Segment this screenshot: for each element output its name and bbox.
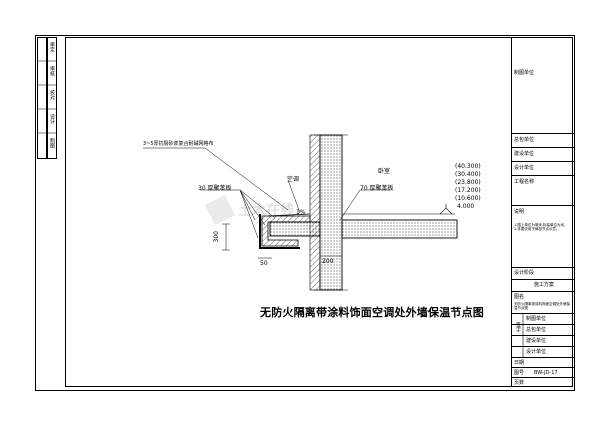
tb-row-3: 设计单位: [512, 161, 574, 175]
dim-50: 50: [260, 260, 268, 267]
binding-strip-inner: 审定 审核 校对 设计 制图: [47, 37, 57, 159]
tb-row-4: 工程名称: [512, 175, 574, 205]
tb-row-0: 制图单位: [514, 70, 535, 76]
sign-label: 签字: [515, 322, 521, 332]
dim-200: 200: [322, 258, 334, 265]
tb-row-7: 施工方案: [512, 279, 574, 291]
drawing-title: 无防火隔离带涂料饰面空调处外墙保温节点图: [260, 306, 484, 319]
side-label-1: 审核: [49, 66, 55, 76]
drawing-frame: [65, 37, 573, 387]
tb-row-1: 总包单位: [512, 133, 574, 147]
floor-slab: [341, 219, 458, 239]
drawing-number: BW-JD-17: [534, 370, 558, 376]
wall-column: [319, 134, 343, 291]
label-ac: 空调: [287, 176, 300, 183]
watermark-logo: [205, 195, 235, 225]
tb-row-12: 设计单位: [512, 346, 574, 357]
tb-row-notes: 说明 1.图上单位为毫米,标高单位为米。2.本图仅用于局部节点示意。: [512, 205, 574, 267]
tb-row-2: 建设单位: [512, 147, 574, 161]
wall-insulation: [309, 134, 321, 291]
side-label-4: 制图: [49, 138, 55, 148]
label-70: 70 厚聚苯板: [360, 185, 394, 192]
watermark-text: 土木在线: [238, 203, 294, 219]
tb-row-drawing-name: 图名 无防火隔离带涂料饰面空调处外墙保温节点图: [512, 291, 574, 313]
platform-finish: [259, 214, 300, 249]
tb-row-13: 日期: [512, 357, 574, 367]
elev-1: (30.400): [455, 171, 481, 178]
side-label-3: 设计: [49, 114, 55, 124]
sheet-border: [35, 35, 575, 391]
leader-70: [339, 189, 390, 221]
title-block: 制图单位 总包单位 建设单位 设计单位 工程名称 说明 1.图上单位为毫米,标高…: [511, 37, 574, 387]
side-label-2: 校对: [49, 90, 55, 100]
elevation-marker: [439, 207, 453, 215]
tb-row-6: 设计阶段: [512, 267, 574, 279]
elev-5: 4.000: [457, 203, 475, 210]
tb-row-10: 总包单位: [512, 324, 574, 335]
leader-note: [143, 147, 289, 211]
elev-2: (23.800): [455, 179, 481, 186]
sign-column-line: [522, 313, 524, 357]
side-label-0: 审定: [49, 42, 55, 52]
elev-3: (17.200): [455, 187, 481, 194]
tb-row-11: 建设单位: [512, 335, 574, 346]
label-30: 30 厚聚苯板: [198, 185, 232, 192]
slope-label: 1%: [296, 209, 306, 216]
leader-note-text: 3~5厚抗裂砂浆复合耐碱网格布: [143, 141, 214, 147]
tb-row-15: 页数: [512, 377, 574, 387]
binding-strip-lines: [37, 60, 57, 134]
elev-4: (10.600): [455, 195, 481, 202]
dim-300: 300: [213, 231, 220, 243]
label-room: 卧室: [378, 168, 391, 175]
binding-strip: [37, 37, 47, 159]
tb-row-9: 制图单位: [512, 313, 574, 324]
platform-insulation: [261, 215, 311, 247]
elev-0: (40.300): [455, 163, 481, 170]
ac-platform: [269, 221, 321, 237]
